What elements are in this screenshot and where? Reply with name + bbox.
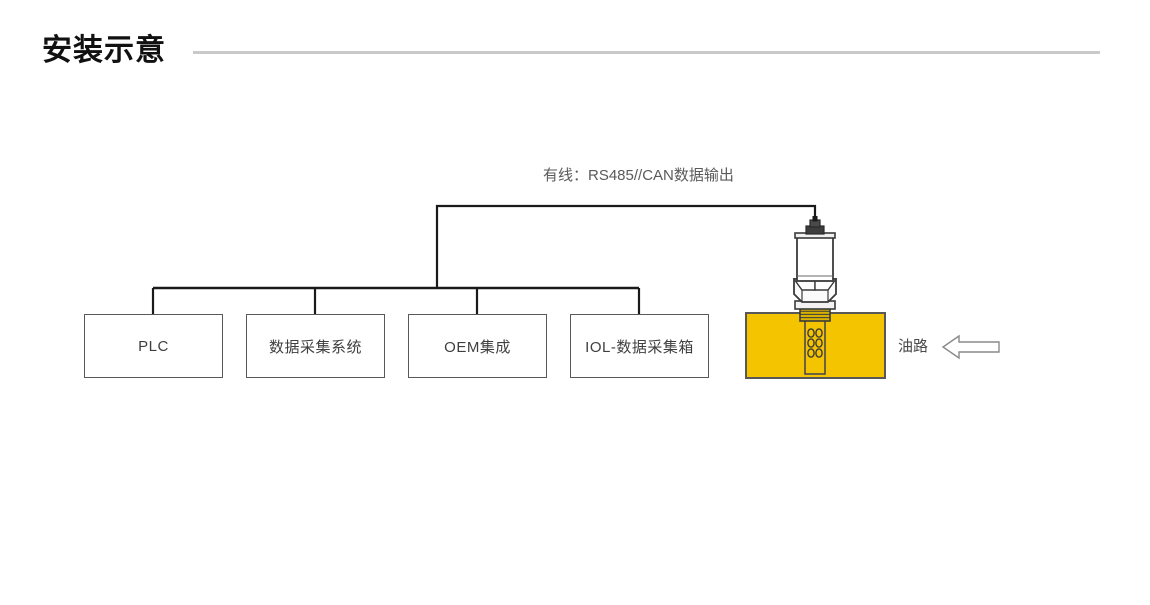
sensor-hex-nut [792, 278, 838, 303]
arrow-left-icon [941, 334, 1000, 360]
sensor-probe [804, 319, 826, 375]
pressure-sensor-graphic [792, 216, 838, 375]
page-header: 安装示意 [0, 0, 1150, 90]
device-box-daq[interactable]: 数据采集系统 [246, 314, 385, 378]
sensor-thread [799, 307, 831, 322]
page-title: 安装示意 [42, 34, 166, 67]
device-label-plc: PLC [138, 337, 169, 355]
title-divider [193, 51, 1100, 54]
device-box-plc[interactable]: PLC [84, 314, 223, 378]
pressure-sensor [780, 216, 850, 381]
sensor-connector [805, 216, 825, 235]
sensor-body [794, 232, 836, 282]
device-box-oem[interactable]: OEM集成 [408, 314, 547, 378]
device-label-iol: IOL-数据采集箱 [585, 338, 694, 356]
device-box-iol[interactable]: IOL-数据采集箱 [570, 314, 709, 378]
bus-protocol-label: 有线：RS485//CAN数据输出 [543, 167, 734, 184]
oil-route-annotation: 油路 [898, 334, 1001, 360]
oil-route-label: 油路 [898, 338, 929, 355]
device-label-daq: 数据采集系统 [268, 338, 362, 356]
device-label-oem: OEM集成 [444, 338, 511, 356]
sensor-cable-line [435, 204, 817, 288]
